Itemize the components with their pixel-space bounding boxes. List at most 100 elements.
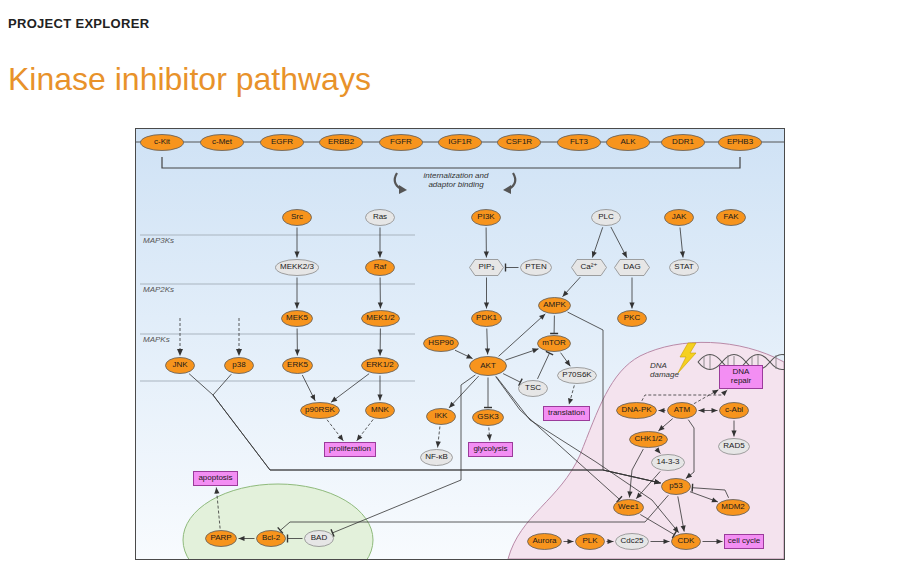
connector-line	[538, 353, 550, 379]
connector-line	[642, 390, 727, 401]
arrowhead	[654, 479, 660, 484]
node-label: GSK3	[477, 413, 498, 422]
node-label: p90RSK	[305, 406, 335, 415]
node-label: PLK	[582, 537, 597, 546]
connector	[538, 351, 554, 378]
arrowhead	[532, 348, 539, 353]
node-shape	[670, 260, 699, 276]
node-shape	[719, 135, 762, 151]
connector	[327, 420, 343, 441]
connector-line	[503, 374, 520, 383]
node-shape	[424, 336, 459, 352]
kinase-ellipse: p38	[224, 357, 254, 374]
node-shape	[276, 260, 319, 276]
node-shape	[528, 534, 562, 550]
arrowhead	[686, 473, 692, 479]
protein-ellipse: P70S6K	[557, 367, 597, 384]
node-label: DNA repair	[722, 368, 760, 386]
node-label: BAD	[311, 534, 327, 543]
node-label: TSC	[525, 384, 541, 393]
arrowhead	[466, 354, 473, 359]
arrowhead	[721, 390, 727, 396]
kinase-ellipse: mTOR	[537, 335, 571, 352]
node-shape	[498, 135, 541, 151]
receptor-ellipse: c-Kit	[140, 134, 184, 151]
arrowhead	[664, 539, 670, 544]
connector-line	[449, 376, 479, 408]
messenger-hexagon: Ca²⁺	[571, 259, 607, 276]
arrowhead	[562, 290, 568, 296]
connector	[636, 471, 660, 498]
node-shape	[427, 409, 456, 425]
node-shape	[662, 135, 705, 151]
node-shape	[439, 135, 482, 151]
connector	[496, 376, 679, 532]
receptor-ellipse: CSF1R	[497, 134, 541, 151]
arrowhead	[712, 390, 719, 395]
connector	[731, 421, 736, 437]
connector-line	[302, 375, 315, 401]
node-shape	[206, 531, 237, 547]
page-title: Kinase inhibitor pathways	[8, 62, 371, 97]
arrowhead	[699, 408, 705, 413]
connector	[503, 374, 522, 386]
connector-line	[496, 376, 679, 532]
connector	[377, 228, 382, 258]
inhibition-bar	[484, 407, 492, 408]
connector-line	[327, 420, 343, 441]
node-label: DAG	[623, 263, 640, 272]
arrowhead	[636, 492, 642, 498]
node-label: CSF1R	[506, 138, 532, 147]
protein-ellipse: Cdc25	[615, 533, 649, 550]
node-label: p38	[232, 361, 245, 370]
arrowhead	[629, 303, 634, 309]
node-label: JNK	[172, 361, 187, 370]
node-shape	[366, 210, 395, 226]
node-shape	[630, 432, 668, 448]
node-label: Bcl-2	[262, 534, 280, 543]
connector	[655, 447, 661, 453]
messenger-hexagon: DAG	[614, 259, 650, 276]
kinase-ellipse: PLK	[575, 533, 605, 550]
connector	[703, 539, 723, 544]
kinase-ellipse: MNK	[365, 402, 395, 419]
connector	[686, 420, 694, 479]
kinase-ellipse: FAK	[716, 209, 746, 226]
arrowhead	[487, 434, 492, 440]
node-shape	[614, 500, 644, 516]
kinase-ellipse: MEK5	[281, 310, 313, 327]
kinase-ellipse: MEK1/2	[361, 310, 400, 327]
connector-line	[686, 420, 694, 479]
connector	[378, 329, 383, 356]
node-label: ERBB2	[328, 138, 354, 147]
node-label: RAD5	[723, 442, 744, 451]
receptor-ellipse: c-Met	[200, 134, 244, 151]
kinase-ellipse: ATM	[667, 402, 697, 419]
node-label: Aurora	[532, 537, 556, 546]
node-shape	[521, 260, 552, 276]
arrowhead	[627, 491, 632, 497]
kinase-ellipse: c-Abl	[719, 402, 749, 419]
node-shape	[592, 210, 621, 226]
connector	[331, 374, 369, 403]
connector-line	[288, 538, 303, 539]
kinase-ellipse: p90RSK	[300, 402, 340, 419]
connector	[214, 487, 220, 528]
kinase-ellipse: Bcl-2	[256, 530, 286, 547]
bracket	[162, 157, 740, 168]
outcome-box: DNA repair	[719, 365, 763, 389]
connector	[436, 427, 441, 448]
arrowhead	[338, 434, 344, 440]
node-shape	[665, 210, 694, 226]
kinase-ellipse: JAK	[664, 209, 694, 226]
protein-ellipse: 14-3-3	[651, 454, 685, 471]
arrowhead	[239, 536, 245, 541]
connector	[484, 278, 489, 309]
arrowhead	[717, 539, 723, 544]
outcome-box: glycolysis	[468, 442, 513, 457]
connector	[288, 535, 303, 543]
node-label: Raf	[374, 263, 386, 272]
input-arrow	[180, 318, 239, 350]
node-label: MNK	[371, 406, 389, 415]
